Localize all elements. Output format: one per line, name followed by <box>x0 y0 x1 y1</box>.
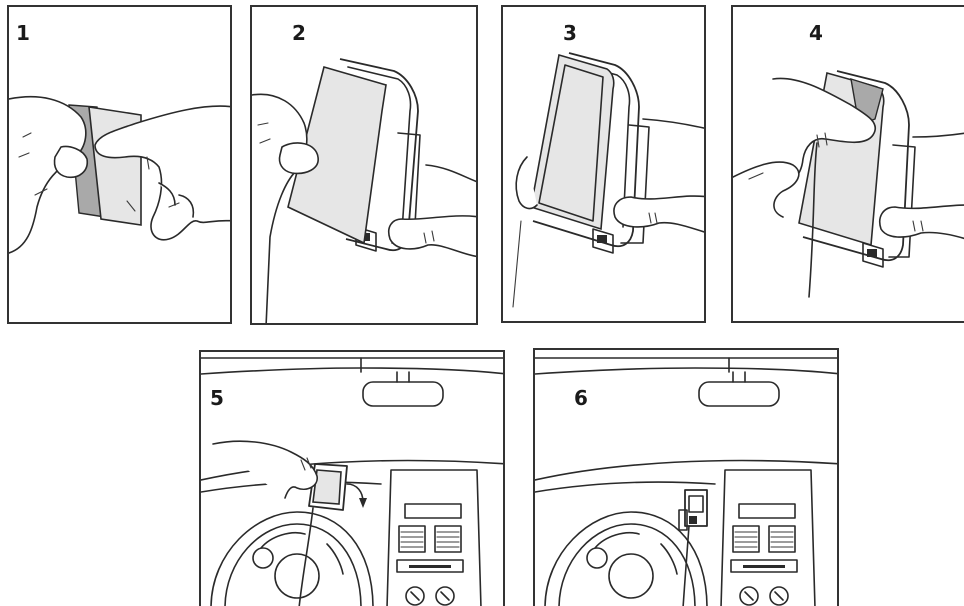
step-4-panel: 4 <box>731 5 964 323</box>
remove-film-illustration <box>733 7 964 323</box>
mount-ready-illustration <box>503 7 706 323</box>
step-6-panel: 6 <box>533 348 839 606</box>
step-2-panel: 2 <box>250 5 478 325</box>
peel-adhesive-illustration <box>9 7 232 324</box>
installed-device-illustration <box>535 350 839 606</box>
step-5-panel: 5 <box>199 350 505 606</box>
step-1-panel: 1 <box>7 5 232 324</box>
attach-pad-illustration <box>252 7 478 325</box>
dashboard-placement-illustration <box>201 352 505 606</box>
step-3-panel: 3 <box>501 5 706 323</box>
